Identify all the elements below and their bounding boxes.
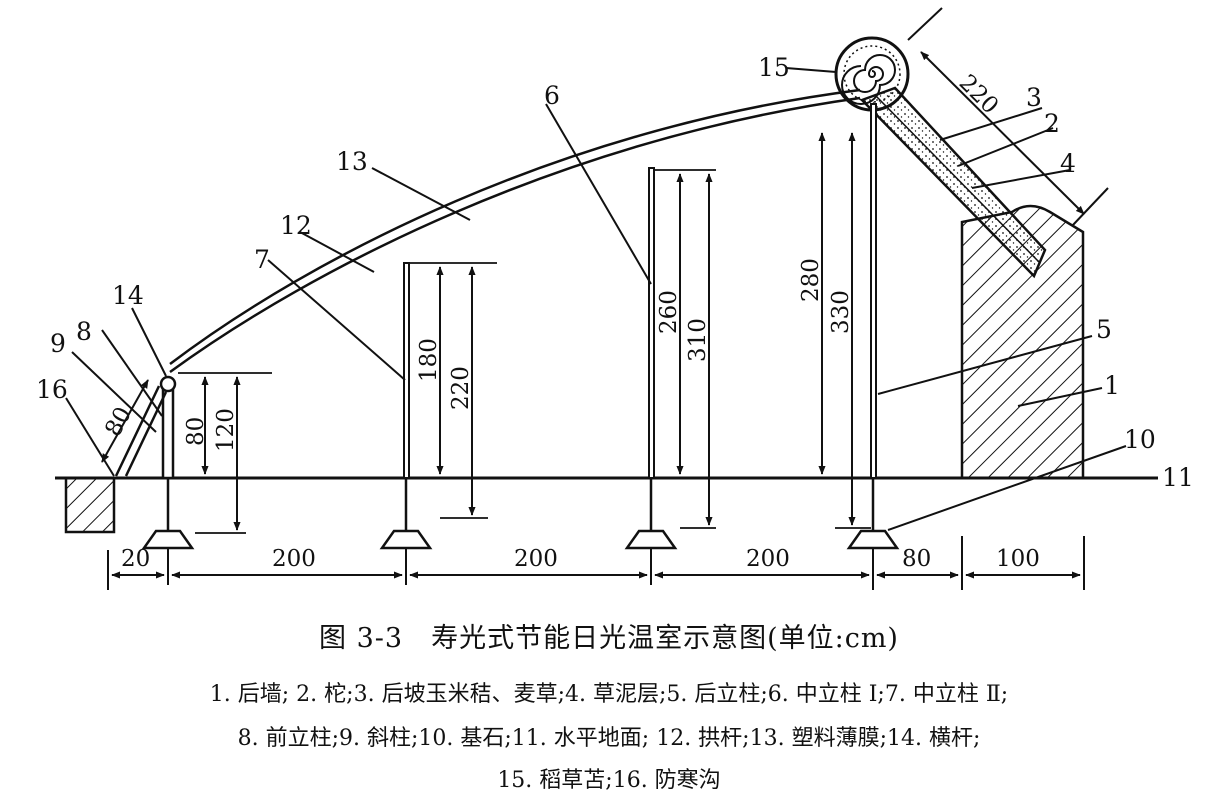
middle-column-1 — [648, 167, 655, 479]
hdim-20: 20 — [121, 546, 150, 572]
legend-line-1: 1. 后墙; 2. 柁;3. 后坡玉米秸、麦草;4. 草泥层;5. 后立柱;6.… — [209, 682, 1009, 707]
part-label-12: 12 — [280, 211, 312, 240]
vdim-260: 260 — [656, 290, 682, 334]
horizontal-dim-line — [107, 536, 1085, 590]
slope-dim — [907, 7, 1109, 227]
foundation-stones — [141, 478, 900, 550]
arch-pole — [169, 96, 861, 374]
cold-trench — [64, 476, 116, 534]
part-label-2: 2 — [1044, 109, 1060, 138]
hdim-200-c: 200 — [746, 546, 790, 572]
part-label-16: 16 — [36, 375, 68, 404]
rear-slope-inner-line — [875, 95, 1040, 263]
part-number-labels: 1 2 3 4 5 6 7 8 9 10 11 12 13 14 15 16 — [36, 53, 1194, 492]
rear-column — [870, 103, 877, 479]
part-label-13: 13 — [336, 147, 368, 176]
vdim-220: 220 — [448, 366, 474, 410]
part-label-8: 8 — [76, 317, 92, 346]
legend-line-2: 8. 前立柱;9. 斜柱;10. 基石;11. 水平地面; 12. 拱杆;13.… — [237, 726, 981, 751]
vdim-180: 180 — [416, 338, 442, 382]
leader-lines — [65, 67, 1127, 531]
hdim-100: 100 — [996, 546, 1040, 572]
hdim-200-b: 200 — [514, 546, 558, 572]
plastic-film — [169, 88, 861, 365]
part-label-5: 5 — [1096, 315, 1112, 344]
vertical-dim-values: 80 120 180 220 260 310 280 330 80 220 — [100, 70, 1003, 452]
part-label-11: 11 — [1162, 463, 1194, 492]
part-label-4: 4 — [1060, 149, 1076, 178]
horizontal-dim-values: 20 200 200 200 80 100 — [121, 546, 1040, 572]
vdim-80: 80 — [183, 417, 209, 446]
vdim-330: 330 — [828, 290, 854, 334]
greenhouse-diagram: 1 2 3 4 5 6 7 8 9 10 11 12 13 14 15 16 2… — [36, 7, 1194, 590]
part-label-9: 9 — [50, 329, 66, 358]
part-label-14: 14 — [112, 281, 144, 310]
vertical-dim-arrows — [101, 132, 856, 531]
hdim-80: 80 — [902, 546, 931, 572]
part-label-10: 10 — [1124, 425, 1156, 454]
dim-extension-lines — [178, 169, 871, 534]
figure-caption: 图 3-3 寿光式节能日光温室示意图(单位:cm) — [319, 623, 899, 654]
part-label-7: 7 — [254, 245, 270, 274]
middle-column-2 — [403, 262, 410, 479]
part-label-15: 15 — [758, 53, 790, 82]
vdim-120: 120 — [213, 408, 239, 452]
part-label-1: 1 — [1104, 371, 1120, 400]
part-label-3: 3 — [1026, 83, 1042, 112]
legend-line-3: 15. 稻草苫;16. 防寒沟 — [497, 768, 721, 793]
hdim-200-a: 200 — [272, 546, 316, 572]
part-label-6: 6 — [544, 81, 560, 110]
vdim-310: 310 — [685, 318, 711, 362]
vdim-280: 280 — [798, 258, 824, 302]
vdim-220-slope: 220 — [954, 70, 1003, 119]
front-column — [159, 375, 177, 480]
